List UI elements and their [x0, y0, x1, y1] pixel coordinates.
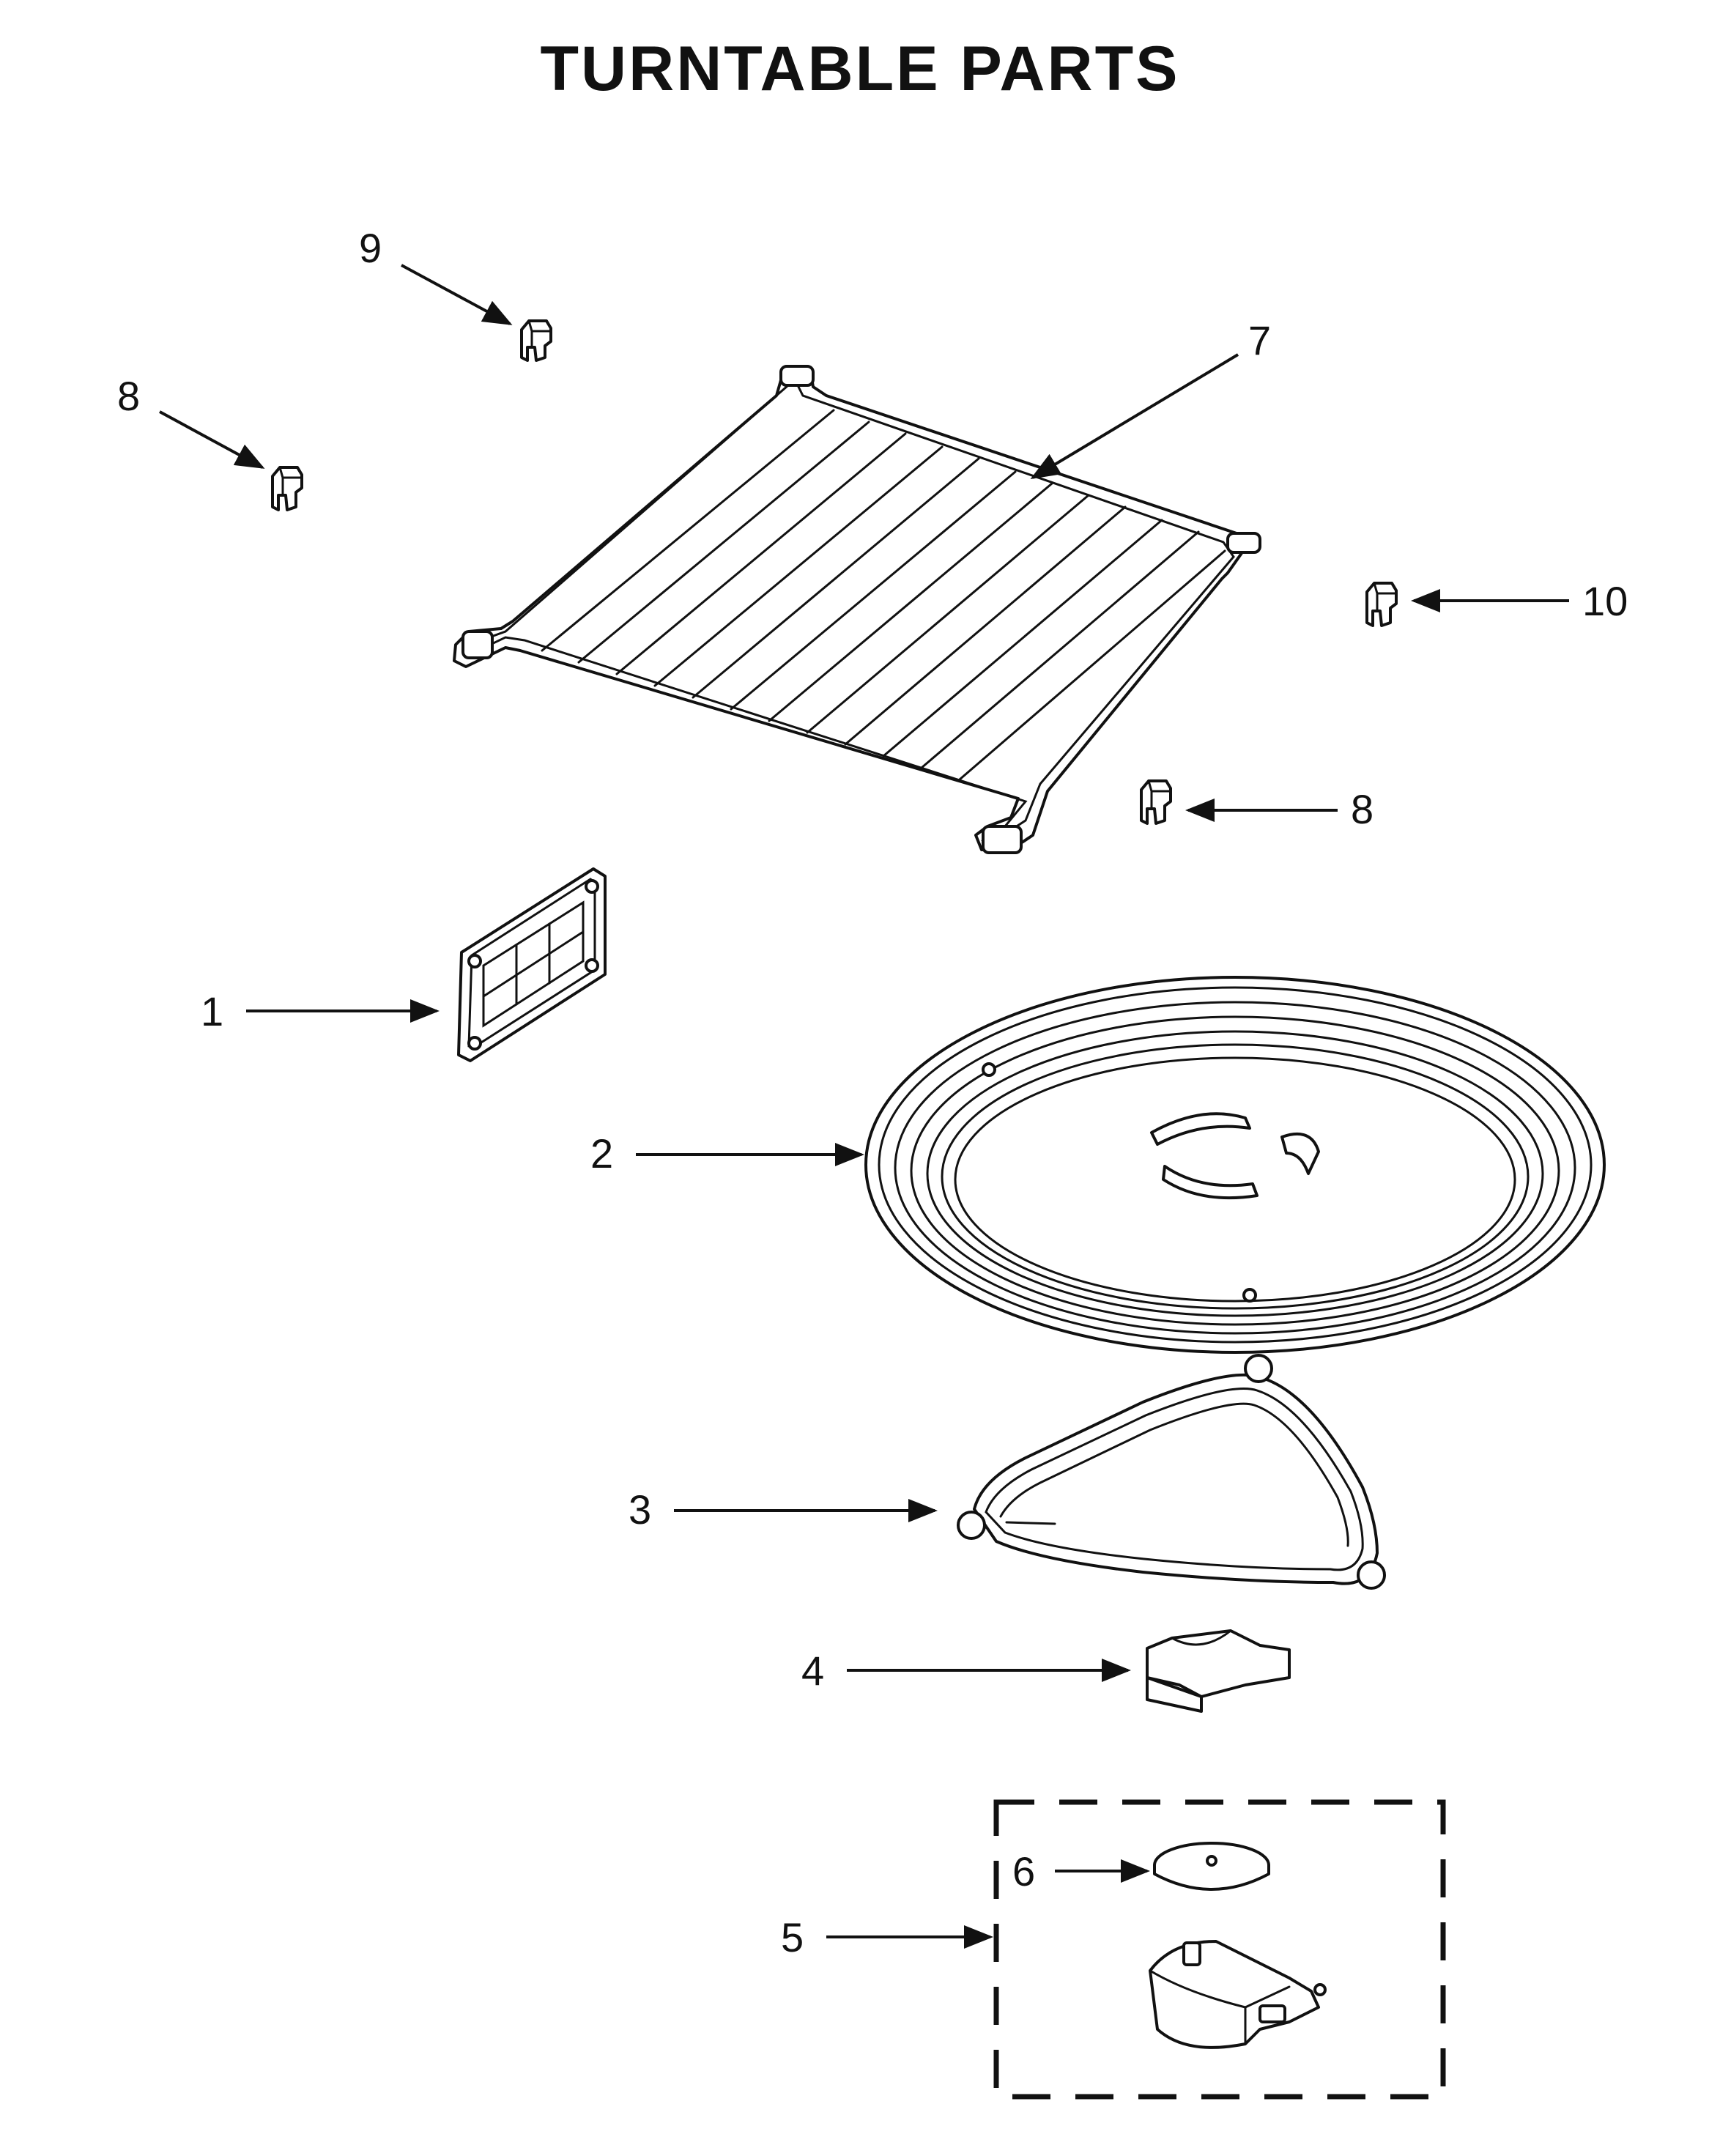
callout-7-leader: [1030, 353, 1239, 480]
motor-kit-group-box: [993, 1799, 1446, 2100]
callout-3: 3: [629, 1486, 938, 1533]
callout-9-label: 9: [359, 225, 382, 271]
rack-clip-icon[interactable]: [1140, 779, 1172, 825]
callout-10-label: 10: [1582, 578, 1628, 624]
callout-5: 5: [781, 1914, 993, 1960]
rack-clip-icon[interactable]: [271, 466, 303, 511]
callout-3-label: 3: [629, 1486, 651, 1533]
page-title: TURNTABLE PARTS: [540, 34, 1180, 104]
callout-1: 1: [201, 988, 440, 1034]
callout-7: 7: [1030, 317, 1271, 480]
callout-8-upper-leader: [159, 410, 265, 469]
callout-7-label: 7: [1248, 317, 1271, 363]
callout-2-label: 2: [590, 1130, 613, 1177]
filter-cover-icon[interactable]: [457, 867, 607, 1062]
callout-4: 4: [801, 1648, 1131, 1694]
rack-clip-icon[interactable]: [1365, 582, 1398, 627]
coupler-icon[interactable]: [1146, 1629, 1291, 1713]
callout-8-upper: 8: [117, 373, 265, 469]
turntable-motor-icon[interactable]: [1149, 1940, 1327, 2049]
callout-6: 6: [1012, 1848, 1150, 1894]
wire-rack-icon[interactable]: [453, 365, 1261, 854]
rack-clip-icon[interactable]: [520, 319, 552, 362]
callout-9-leader: [401, 264, 513, 325]
callout-8-upper-label: 8: [117, 373, 140, 419]
callout-10: 10: [1411, 578, 1628, 624]
callout-8-lower: 8: [1185, 786, 1374, 832]
turntable-tray-icon[interactable]: [864, 976, 1606, 1354]
callout-2: 2: [590, 1130, 864, 1177]
callout-9: 9: [359, 225, 513, 325]
motor-cap-icon[interactable]: [1153, 1842, 1270, 1891]
callout-4-label: 4: [801, 1648, 824, 1694]
roller-ring-icon[interactable]: [957, 1354, 1386, 1590]
callout-8-lower-label: 8: [1351, 786, 1374, 832]
callout-1-label: 1: [201, 988, 223, 1034]
callout-6-label: 6: [1012, 1848, 1035, 1894]
callout-5-label: 5: [781, 1914, 804, 1960]
